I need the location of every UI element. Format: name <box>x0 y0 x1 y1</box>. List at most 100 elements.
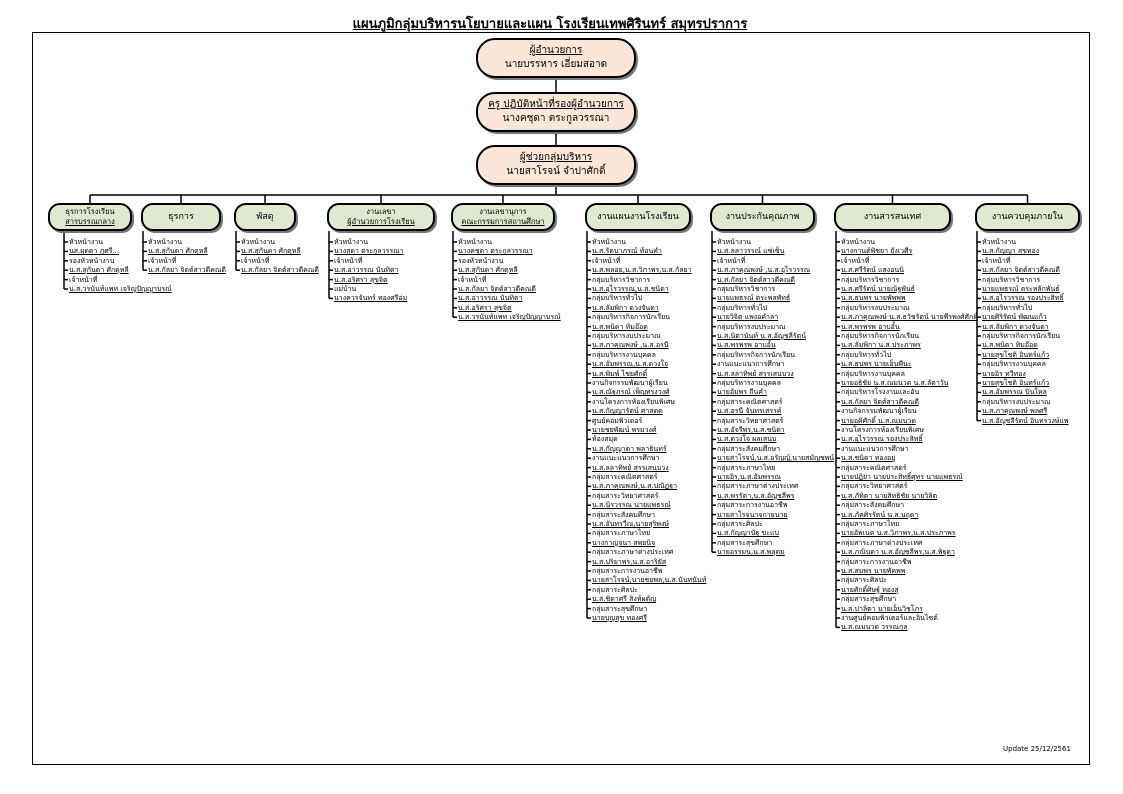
department-item: น.ส.ณมนวด วรรณกุล <box>841 623 908 632</box>
department-item: น.ส.ภาคุณพงษ์ ,น.ส.อุไรวรรณ <box>717 266 811 275</box>
department-item: น.ส.อริศรา สุขจิต <box>334 275 388 284</box>
department-item: กลุ่มบริหารโรงงานและอัน <box>841 388 920 397</box>
department-item: น.ส.กัญญานัฐ ขะแบ <box>717 529 779 538</box>
department-item: นายวิจิต แพงอคำลา <box>717 313 779 322</box>
department-item: น.ส.สุกันดา ศักดุหลี <box>241 247 301 256</box>
department-item: น.ส.ปาลิตา นายเอ็นวิชโภร <box>841 604 923 613</box>
department-item: น.ส.พนิดา ทิมอ๊อด <box>592 322 648 331</box>
department-item: กลุ่มสาระการงานอาชีพ <box>592 567 663 575</box>
department-item: งานโครงการห้องเรียนพิเศษ <box>592 397 676 406</box>
department-item: น.ส.ณัฐภรณ์ เพ็ญทรงวงศ์ <box>592 388 670 397</box>
director-box: ผู้อำนวยการ นายบรรหาร เอี่ยมสอาด <box>476 38 636 78</box>
department-item: เจ้าหน้าที่ <box>69 275 98 284</box>
director-name: นายบรรหาร เอี่ยมสอาด <box>504 59 608 70</box>
department-item: นายสุขโชติ อินทร์แก้ว <box>982 350 1050 359</box>
department-item: กลุ่มสาระวิทยาศาสตร์ <box>717 416 784 425</box>
department-item: นายอรรมน,น.ส.พลุดม <box>717 548 785 557</box>
department-item: กลุ่มสาระการงานอาชีพ <box>717 501 788 510</box>
department-item: นส.ผุดดา ภูศรี... <box>69 247 120 256</box>
department-item: กลุ่มสาระภาษาไทย <box>592 529 651 538</box>
department-box: งานประกันคุณภาพ <box>710 203 815 231</box>
department-item: หัวหน้างาน <box>241 238 276 246</box>
department-item: ห้องสมุด <box>592 435 618 444</box>
department-item: นางกานต์พิชยา ยังเวศีร <box>841 247 913 256</box>
department-item: น.ส.อัญชลีรัตน์ อินทรวงษ์แพ <box>982 416 1069 425</box>
department-item: นางควรจันทร์ ทองศรีอ่ม <box>334 294 408 303</box>
department-item: น.ส.วรนันท์แพท เจริญปัญญาบรณ์ <box>458 313 561 322</box>
department-item: น.ส.อันทรวีณ,นายสุริพงษ์ <box>592 520 670 528</box>
department-item: นายสาโรจนาจกายนาย <box>717 510 788 519</box>
department-item: น.ส.ลลาทิพย์ สรรเสนบวง <box>592 463 669 472</box>
department-item: นายชยพัฒน์ พรมวงศ์ <box>592 426 657 434</box>
department-item: น.ส.อัจรีพร,น.ส.ชนิดา <box>717 426 785 434</box>
department-item: น.ส.ลัมพิกา ดวงจันดา <box>592 303 659 312</box>
department-item: น.ส.ชนิดา ทองอยู่ <box>841 454 896 463</box>
department-item: น.ส.ภัคศิรรัตน์ น.ส.นฤดา <box>841 510 919 519</box>
department-item: น.ส.ลัมพิกา น.ส.ประภาพร <box>841 341 921 350</box>
department-item: กลุ่มสาระศิลปะ <box>841 576 887 585</box>
department-item: น.ส.ศรีรัตน์ นายณัฐพันธ์ <box>841 285 915 293</box>
department-item: นางสุดา ตระกูลวรรณา <box>334 247 404 256</box>
department-item: กลุ่มสาระวิทยาศาสตร์ <box>841 482 908 491</box>
department-item: นายอิร,น.ส.อัมพรรณ <box>717 473 781 481</box>
department-item: นางกาญจนา สพยนิจ <box>592 538 656 547</box>
department-item: น.ส.ศรีรัตน์ แสงอนนิ <box>841 266 905 275</box>
department-item: น.ส.พรรัตา,น.ส.อัญชลีพร <box>717 491 795 500</box>
department-box: ธุรการโรงเรียนสารบรรณกลาง <box>48 203 132 231</box>
department-item: น.ส.สุกันดา ศักดุหลี <box>458 266 518 275</box>
department-item: น.ส.สมพร นายพัคพพ <box>841 567 906 575</box>
department-item: น.ส.ปริยาพร,น.ส.อาริยัส <box>592 557 667 566</box>
department-item: กลุ่มบริหารกิจการนักเรียน <box>717 350 795 359</box>
department-item: น.ส.ภัทิตา นายสิทธิชัย นายวิลิต <box>841 491 938 500</box>
department-item: งานกิจกรรมพัฒนาผู้เรียน <box>592 379 668 387</box>
department-item: น.ส.ภาคุณพงษ์ ,น.ส.อรนี <box>592 341 669 350</box>
department-item: กลุ่มบริหารงานบุคคล <box>592 350 656 359</box>
deputy-director-box: ครู ปฏิบัติหน้าที่รองผู้อำนวยการ นางคชุด… <box>476 92 636 132</box>
department-item: น.ส.ลัมพิกา ดวงจันดา <box>982 322 1049 331</box>
department-item: นายอิร ทวีทอง <box>982 369 1026 378</box>
department-item: รองหัวหน้างาน <box>458 256 504 265</box>
department-item: กลุ่มบริหารกิจการนักเรียน <box>592 313 670 322</box>
department-item: น.ส.อาวรรณ นันทิตา <box>334 266 399 275</box>
department-item: กลุ่มสาระภาษาไทย <box>717 463 776 472</box>
department-title-line: พัสดุ <box>256 211 274 222</box>
department-item: นายแพธรณ์ ตระหลักพันธ์ <box>982 285 1060 293</box>
department-item: งานแนะแนวการศึกษา <box>717 360 785 369</box>
department-item: กลุ่มบริหารวิชาการ <box>717 285 776 293</box>
department-item: น.ส.นิตานันท์ น.ส.อัญชลีรัตน์ <box>717 332 806 340</box>
department-item: น.ส.กัลยา จิตต์สาวดีคณดี <box>982 266 1060 275</box>
department-item: กลุ่มสาระการงานอาชีพ <box>841 557 912 566</box>
department-item: น.ส.ลลาทิพย์ สรรเสนบวง <box>717 369 794 378</box>
department-item: น.ส.พนิดา ทิมอ๊อด <box>982 341 1038 350</box>
department-item: น.ส.วรนันท์แพท เจริญปัญญาบรณ์ <box>69 285 172 293</box>
department-title-line: งานแผนงานโรงเรียน <box>597 211 679 222</box>
department-item: น.ส.กัลยา จิตต์สาวดีคณดี <box>458 285 536 293</box>
director-role: ผู้อำนวยการ <box>529 45 583 56</box>
department-item: กลุ่มสาระสุขศึกษา <box>592 604 648 613</box>
department-item: น.ส.ชิดาศรี สิงห์ผดัญ <box>592 595 657 604</box>
department-item: กลุ่มสาระสังคมศึกษา <box>717 444 781 453</box>
department-item: เจ้าหน้าที่ <box>458 275 487 284</box>
department-item: นายแพธรณ์ ตระพลพัทธ์ <box>717 294 791 303</box>
department-item: น.ส.รัตนาภรณ์ ท้อนคำ <box>592 247 662 256</box>
department-item: กลุ่มบริหารงานบุคคล <box>717 379 781 387</box>
department-title-line: คณะกรรมการสถานศึกษา <box>461 217 545 226</box>
department-box: พัสดุ <box>234 203 296 231</box>
department-item: กลุ่มสาระภาษาไทย <box>841 520 900 528</box>
department-item: น.ส.พิมพ์ ไชยศักดิ์ <box>592 369 648 378</box>
department-item: น.ส.ดวงใจ ผลเสนบ <box>717 435 777 444</box>
department-item: กลุ่มบริหารวิชาการ <box>982 275 1041 284</box>
department-item: หัวหน้างาน <box>69 238 104 246</box>
department-item: น.ส.ภาคุณพงษ์,น.ส.ปณัฏฐา <box>592 482 678 491</box>
department-item: หัวหน้างาน <box>717 238 752 246</box>
department-title-line: งานเลขา <box>366 207 396 216</box>
update-date: Update 25/12/2561 <box>1003 745 1071 753</box>
deputy-director-name: นางคชุดา ตระกูลวรรณา <box>502 113 610 124</box>
department-title-line: งานเลขานุการ <box>479 207 527 216</box>
department-title-line: งานควบคุมภายใน <box>991 211 1064 222</box>
department-item: น.ส.ภณินดา น.ส.อัญชลีพร,น.ส.พิฐุดา <box>841 548 955 557</box>
department-item: นายอัมพร ถีนคำ <box>717 388 767 397</box>
department-item: น.ส.ภาคุณพงษ์ น.ส.ธวัชรัตน์ นายพีรพงศ์ศั… <box>841 313 978 322</box>
department-title-line: ธุรการโรงเรียน <box>65 207 115 216</box>
department-item: น.ส.ลลาวรรณ์ แซ่เซ็น <box>717 247 785 256</box>
